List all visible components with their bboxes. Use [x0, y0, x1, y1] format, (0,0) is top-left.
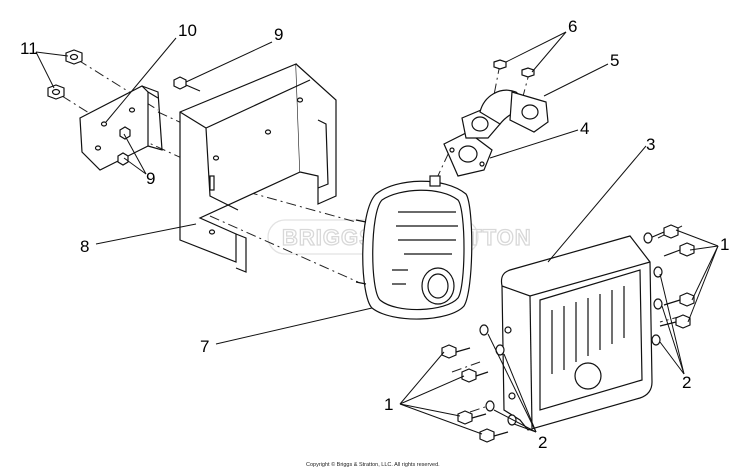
- callout-8: 8: [80, 237, 89, 256]
- callout-7: 7: [200, 337, 209, 356]
- callout-2-right: 2: [682, 373, 691, 392]
- callout-9-lower: 9: [146, 169, 155, 188]
- callout-5: 5: [610, 51, 619, 70]
- callout-9-top: 9: [274, 25, 283, 44]
- callout-4: 4: [580, 119, 589, 138]
- heat-shield-vents: [551, 286, 625, 374]
- mounting-bracket-part-8: [179, 63, 337, 273]
- callout-6: 6: [568, 17, 577, 36]
- callout-10: 10: [178, 21, 197, 40]
- muffler-part-7: [355, 175, 473, 320]
- copyright-notice: Copyright © Briggs & Stratton, LLC. All …: [306, 461, 440, 468]
- callout-labels: 11 10 9 9 8 7 6 5 4 3 1 2 1 2: [20, 17, 729, 452]
- nut-part-6: [493, 59, 535, 78]
- bracket-part-10: [79, 85, 163, 171]
- screw-part-1-lower: [441, 344, 509, 443]
- callout-11: 11: [20, 39, 38, 58]
- leader-lines: [35, 31, 719, 435]
- callout-3: 3: [646, 135, 655, 154]
- callout-1-right: 1: [720, 235, 729, 254]
- screw-part-1-right: [649, 224, 695, 329]
- gasket-part-4: [443, 131, 493, 177]
- exhaust-elbow-part-5: [461, 89, 549, 139]
- washer-part-2-lower: [479, 324, 517, 426]
- screw-part-9: [117, 76, 201, 166]
- nut-part-11: [47, 49, 83, 100]
- callout-1-lower: 1: [384, 395, 393, 414]
- heat-shield-part-3: [500, 235, 653, 431]
- callout-2-lower: 2: [538, 433, 547, 452]
